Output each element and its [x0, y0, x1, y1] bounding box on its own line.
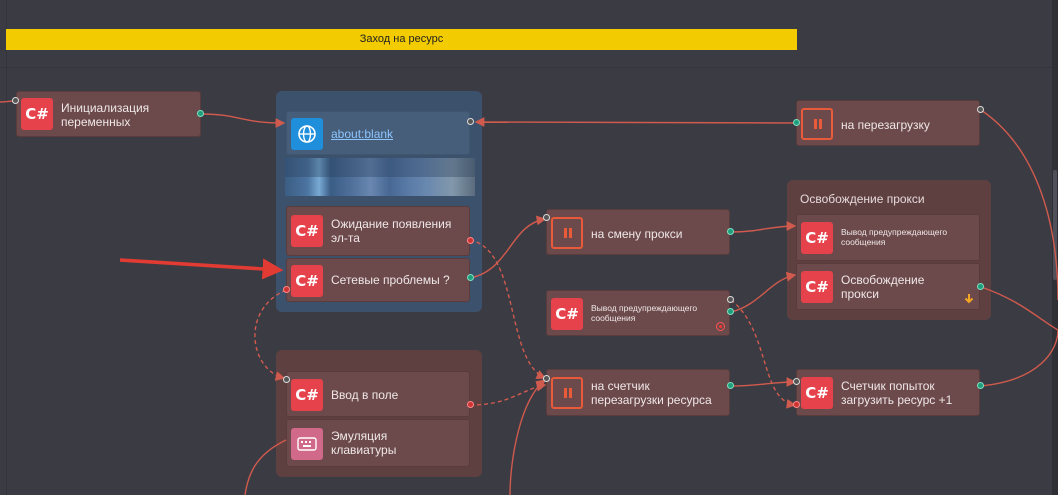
node-label: Освобождение прокси [841, 273, 925, 301]
node-label: Ввод в поле [331, 388, 399, 402]
error-port-icon[interactable] [716, 322, 725, 331]
node-label: Инициализация переменных [61, 101, 150, 129]
blurred-preview-image [285, 158, 475, 196]
output-port[interactable] [977, 283, 984, 290]
init-variables-node[interactable]: C# Инициализация переменных [16, 91, 201, 137]
error-port[interactable] [283, 286, 290, 293]
wire [474, 117, 801, 127]
pause-icon [551, 377, 583, 409]
input-port[interactable] [977, 106, 984, 113]
attempt-counter-node[interactable]: C# Счетчик попыток загрузить ресурс +1 [796, 369, 980, 416]
release-proxy-node[interactable]: C# Освобождение прокси [796, 263, 980, 310]
wire [730, 377, 797, 387]
csharp-icon: C# [551, 298, 583, 330]
node-label: Вывод предупреждающего сообщения [591, 303, 698, 323]
node-label: Счетчик попыток загрузить ресурс +1 [841, 379, 953, 407]
grid-line [0, 67, 1058, 68]
keyboard-emulation-node[interactable]: Эмуляция клавиатуры [286, 419, 470, 467]
input-port[interactable] [543, 214, 550, 221]
group-title: Освобождение прокси [800, 192, 925, 206]
pointer-arrow [119, 258, 284, 280]
node-label: Эмуляция клавиатуры [331, 429, 397, 457]
error-port[interactable] [467, 401, 474, 408]
network-problems-node[interactable]: C# Сетевые проблемы ? [286, 258, 470, 302]
wire [469, 215, 547, 279]
pause-icon [801, 108, 833, 140]
output-port[interactable] [727, 228, 734, 235]
keyboard-icon [291, 428, 323, 460]
wire [730, 271, 797, 313]
input-port[interactable] [727, 296, 734, 303]
wait-element-node[interactable]: C# Ожидание появления эл-та [286, 206, 470, 256]
csharp-icon: C# [801, 377, 833, 409]
output-port[interactable] [727, 308, 734, 315]
csharp-icon: C# [291, 265, 323, 297]
output-port[interactable] [467, 274, 474, 281]
error-port[interactable] [467, 237, 474, 244]
grid-line [6, 0, 7, 495]
input-port[interactable] [467, 118, 474, 125]
warning-message-node[interactable]: C# Вывод предупреждающего сообщения [546, 290, 730, 336]
node-label: Сетевые проблемы ? [331, 273, 450, 287]
wire [980, 329, 1058, 387]
arrow-down-icon [964, 294, 974, 304]
wire-dashed [469, 239, 547, 379]
wire [509, 379, 547, 495]
output-port[interactable] [977, 382, 984, 389]
about-blank-node[interactable]: about:blank [286, 111, 470, 155]
pause-icon [551, 217, 583, 249]
output-port[interactable] [197, 110, 204, 117]
node-label: на счетчик перезагрузки ресурса [591, 379, 712, 407]
input-port[interactable] [793, 378, 800, 385]
error-port[interactable] [793, 401, 800, 408]
reload-counter-node[interactable]: на счетчик перезагрузки ресурса [546, 369, 730, 416]
input-port[interactable] [283, 376, 290, 383]
input-port[interactable] [12, 97, 19, 104]
section-banner[interactable]: Заход на ресурс [6, 29, 797, 50]
wire [980, 286, 1058, 331]
node-label: на перезагрузку [841, 118, 930, 132]
wire [200, 113, 286, 128]
node-label: Ожидание появления эл-та [331, 217, 452, 245]
csharp-icon: C# [801, 222, 833, 254]
change-proxy-node[interactable]: на смену прокси [546, 209, 730, 255]
wire-dashed [254, 289, 287, 381]
csharp-icon: C# [291, 379, 323, 411]
csharp-icon: C# [21, 98, 53, 130]
wire [730, 221, 797, 233]
node-label: Вывод предупреждающего сообщения [841, 227, 948, 247]
wire-dashed [730, 299, 797, 409]
wire [980, 109, 1058, 301]
input-field-node[interactable]: C# Ввод в поле [286, 371, 470, 417]
input-port[interactable] [543, 375, 550, 382]
output-port[interactable] [793, 119, 800, 126]
on-reload-node[interactable]: на перезагрузку [796, 100, 980, 146]
csharp-icon: C# [801, 271, 833, 303]
csharp-icon: C# [291, 215, 323, 247]
scrollbar-thumb[interactable] [1053, 170, 1057, 280]
url-link[interactable]: about:blank [331, 127, 394, 141]
wire [244, 439, 287, 495]
wire-dashed [469, 381, 547, 406]
node-label: на смену прокси [591, 227, 683, 241]
output-port[interactable] [727, 382, 734, 389]
proxy-warning-message-node[interactable]: C# Вывод предупреждающего сообщения [796, 214, 980, 261]
globe-icon [291, 118, 323, 150]
